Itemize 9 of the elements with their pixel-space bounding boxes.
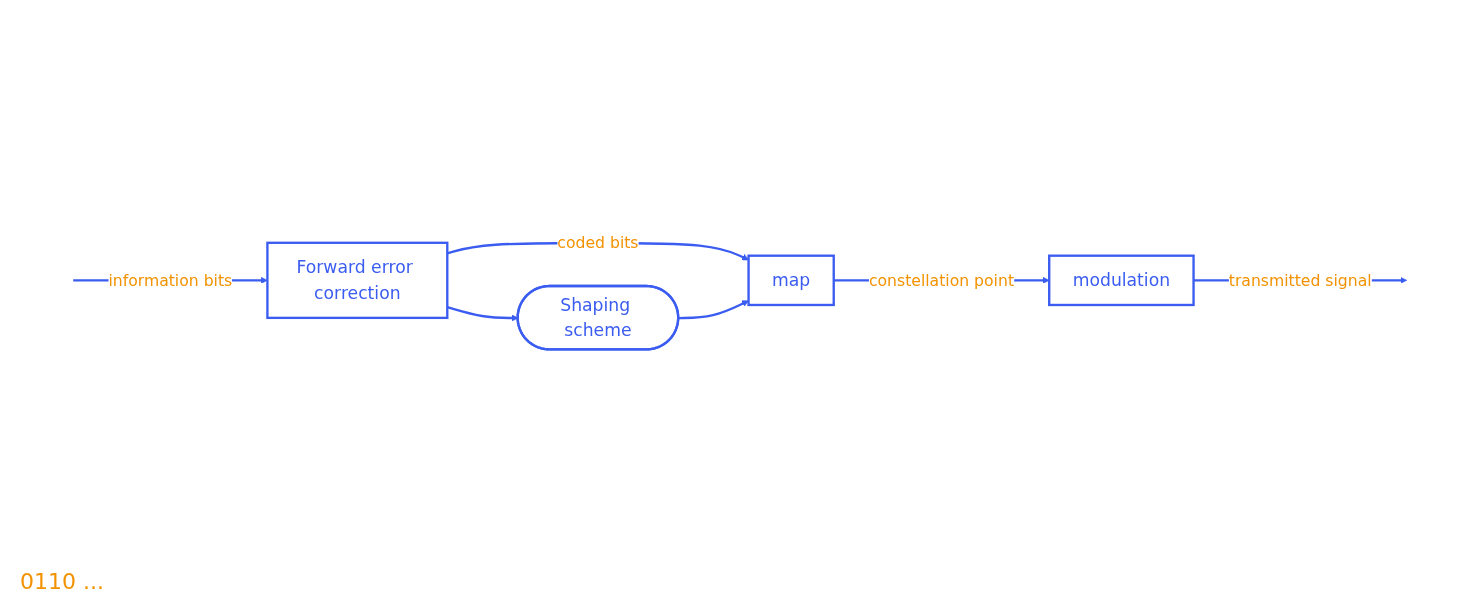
node-box: modulation [1048,254,1195,306]
arrow [678,300,749,319]
node-box: Forward error correction [266,241,449,319]
edge-label: constellation point [868,270,1015,290]
node-box: map [747,254,835,306]
edge-label: coded bits [557,233,639,253]
edge-label: transmitted signal [1228,270,1372,290]
note-text: 0110 ... [20,569,104,594]
edge-label: information bits [108,270,233,290]
